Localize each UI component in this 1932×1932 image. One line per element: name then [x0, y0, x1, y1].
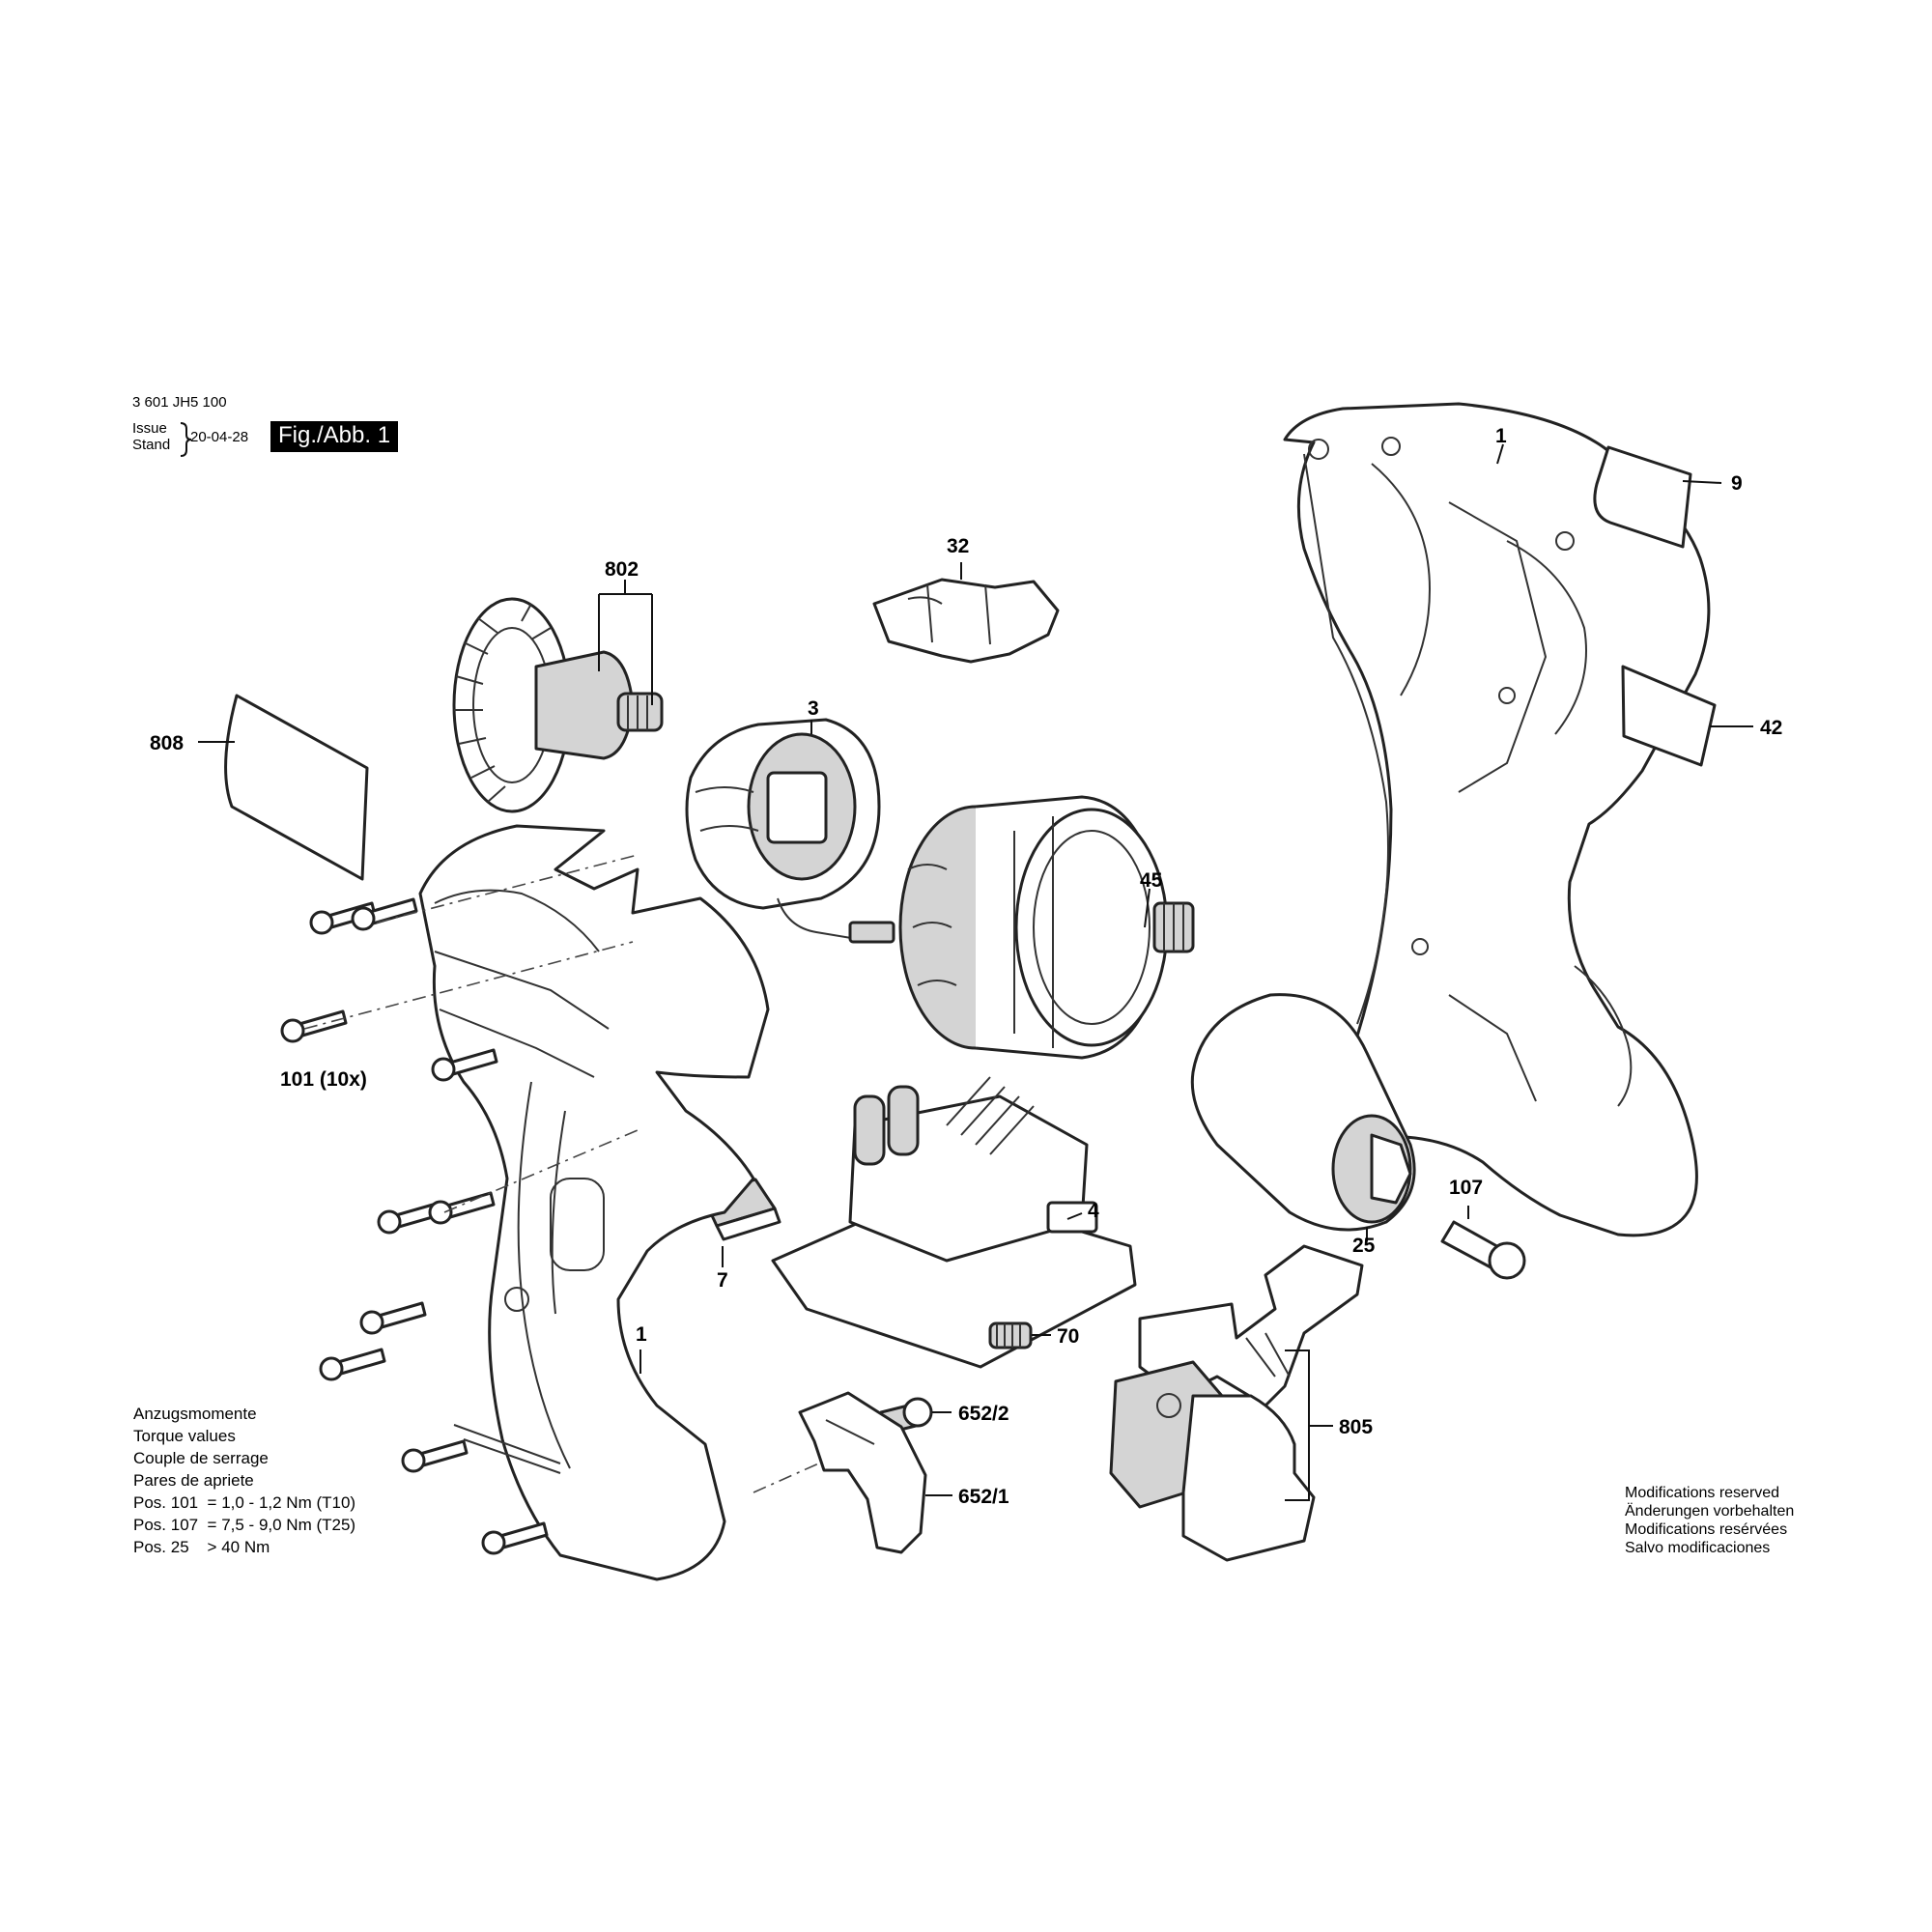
assembly-centerline-c — [443, 1129, 639, 1213]
callout-3: 3 — [808, 697, 819, 720]
screw-group-101[interactable] — [280, 897, 549, 1555]
screw-101-j[interactable] — [481, 1521, 549, 1555]
screw-101-f[interactable] — [428, 1191, 496, 1225]
torque-line: Pos. 101 = 1,0 - 1,2 Nm (T10) — [133, 1493, 356, 1512]
modifications-line: Modifications reserved — [1625, 1485, 1780, 1501]
callout-42: 42 — [1760, 717, 1782, 739]
screw-107[interactable] — [1440, 1220, 1526, 1280]
chuck-25[interactable] — [1190, 993, 1416, 1232]
screw-101-d[interactable] — [431, 1048, 498, 1082]
assembly-centerline-b — [303, 941, 634, 1030]
label-plate-42[interactable] — [1621, 665, 1717, 767]
issue-date: 20-04-28 — [190, 429, 249, 445]
modifications-line: Salvo modificaciones — [1625, 1540, 1771, 1556]
screw-101-b[interactable] — [351, 897, 418, 931]
cover-part-32[interactable] — [872, 578, 1060, 664]
document-number: 3 601 JH5 100 — [132, 394, 227, 411]
torque-line: Couple de serrage — [133, 1449, 269, 1467]
callout-45: 45 — [1140, 869, 1163, 892]
label-plate-9[interactable] — [1593, 445, 1692, 549]
callout-70: 70 — [1057, 1325, 1079, 1348]
leader-4 — [1066, 1212, 1083, 1220]
screw-101-g[interactable] — [359, 1301, 427, 1335]
torque-line: Torque values — [133, 1427, 236, 1445]
assembly-centerline-a — [376, 854, 639, 923]
callout-4: 4 — [1088, 1200, 1099, 1222]
issue-label: Issue — [132, 420, 167, 437]
callout-1-top: 1 — [1495, 425, 1507, 447]
pad-7-base — [715, 1207, 781, 1241]
modifications-notes: Modifications reserved Änderungen vorbeh… — [1625, 1484, 1794, 1557]
torque-line: Anzugsmomente — [133, 1405, 257, 1423]
leader-802 — [598, 580, 653, 705]
callout-652-2: 652/2 — [958, 1403, 1009, 1425]
housing-half-right[interactable] — [1283, 402, 1711, 1237]
modifications-line: Änderungen vorbehalten — [1625, 1503, 1795, 1520]
torque-line: Pos. 107 = 7,5 - 9,0 Nm (T25) — [133, 1516, 356, 1534]
callout-25: 25 — [1352, 1235, 1376, 1257]
callout-107: 107 — [1449, 1177, 1483, 1199]
screw-101-i[interactable] — [401, 1439, 469, 1473]
gearbox-45[interactable] — [898, 795, 1195, 1060]
callout-7: 7 — [717, 1269, 728, 1292]
housing-half-left[interactable] — [418, 824, 770, 1581]
issue-brace — [180, 422, 192, 457]
torque-notes: Anzugsmomente Torque values Couple de se… — [133, 1403, 355, 1558]
callout-652-1: 652/1 — [958, 1486, 1009, 1508]
label-plate-808[interactable] — [224, 694, 369, 881]
electronics-module-4[interactable] — [771, 1076, 1137, 1369]
callout-32: 32 — [947, 535, 969, 557]
callout-808: 808 — [150, 732, 184, 754]
callout-802: 802 — [605, 558, 639, 581]
callout-101: 101 (10x) — [280, 1068, 367, 1091]
screw-101-h[interactable] — [319, 1348, 386, 1381]
torque-line: Pares de apriete — [133, 1471, 254, 1490]
switch-assembly-805[interactable] — [1109, 1244, 1364, 1562]
leader-45 — [1144, 888, 1151, 928]
screw-101-c[interactable] — [280, 1009, 348, 1043]
stator-3[interactable] — [685, 718, 895, 944]
callout-805: 805 — [1339, 1416, 1373, 1438]
stand-label: Stand — [132, 437, 171, 453]
leader-1-top — [1496, 443, 1504, 465]
torque-line: Pos. 25 > 40 Nm — [133, 1538, 270, 1556]
callout-1-bottom: 1 — [636, 1323, 647, 1346]
callout-9: 9 — [1731, 472, 1743, 495]
spring-70[interactable] — [988, 1321, 1033, 1350]
leader-805 — [1285, 1350, 1333, 1501]
assembly-centerline-d — [753, 1453, 841, 1493]
leader-9 — [1682, 480, 1722, 484]
belt-clip-652-1[interactable] — [798, 1391, 927, 1554]
rotor-802[interactable] — [452, 597, 664, 813]
issue-label-block: Issue Stand — [132, 420, 170, 453]
modifications-line: Modifications resérvées — [1625, 1521, 1788, 1538]
figure-badge: Fig./Abb. 1 — [270, 421, 399, 452]
